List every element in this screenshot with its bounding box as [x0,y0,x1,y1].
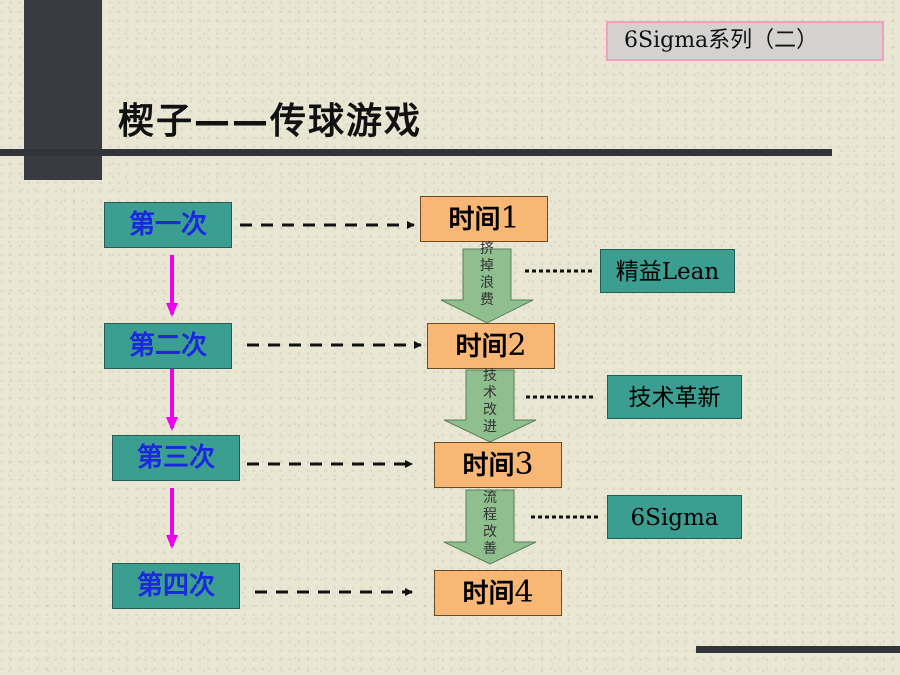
time-label: 时间 [462,579,515,609]
block-arrow-2 [443,369,537,443]
step-text-2: 技术改进 [483,368,497,435]
page-title: 楔子——传球游戏 [118,101,423,142]
attempt-box-3: 第三次 [112,435,240,481]
series-label: 6Sigma系列（二） [606,21,884,61]
time-label: 时间 [448,205,501,235]
attempt-box-4: 第四次 [112,563,240,609]
time-box-4: 时间4 [434,570,562,616]
bottom-bar [696,646,900,653]
attempt-box-2: 第二次 [104,323,232,369]
time-box-2: 时间2 [427,323,555,369]
title-underline-bar [0,149,832,156]
block-arrow-1 [440,248,534,324]
time-label: 时间 [462,451,515,481]
time-number: 2 [507,328,527,363]
step-text-1: 挤掉浪费 [480,241,494,308]
method-box-3: 6Sigma [607,495,742,539]
time-box-3: 时间3 [434,442,562,488]
step-text-3: 流程改善 [483,490,497,557]
time-number: 3 [514,447,534,482]
time-number: 1 [500,201,520,236]
time-number: 4 [514,575,534,610]
block-arrow-3 [443,489,537,565]
attempt-box-1: 第一次 [104,202,232,248]
time-box-1: 时间1 [420,196,548,242]
method-box-2: 技术革新 [607,375,742,419]
time-label: 时间 [455,332,508,362]
method-box-1: 精益Lean [600,249,735,293]
